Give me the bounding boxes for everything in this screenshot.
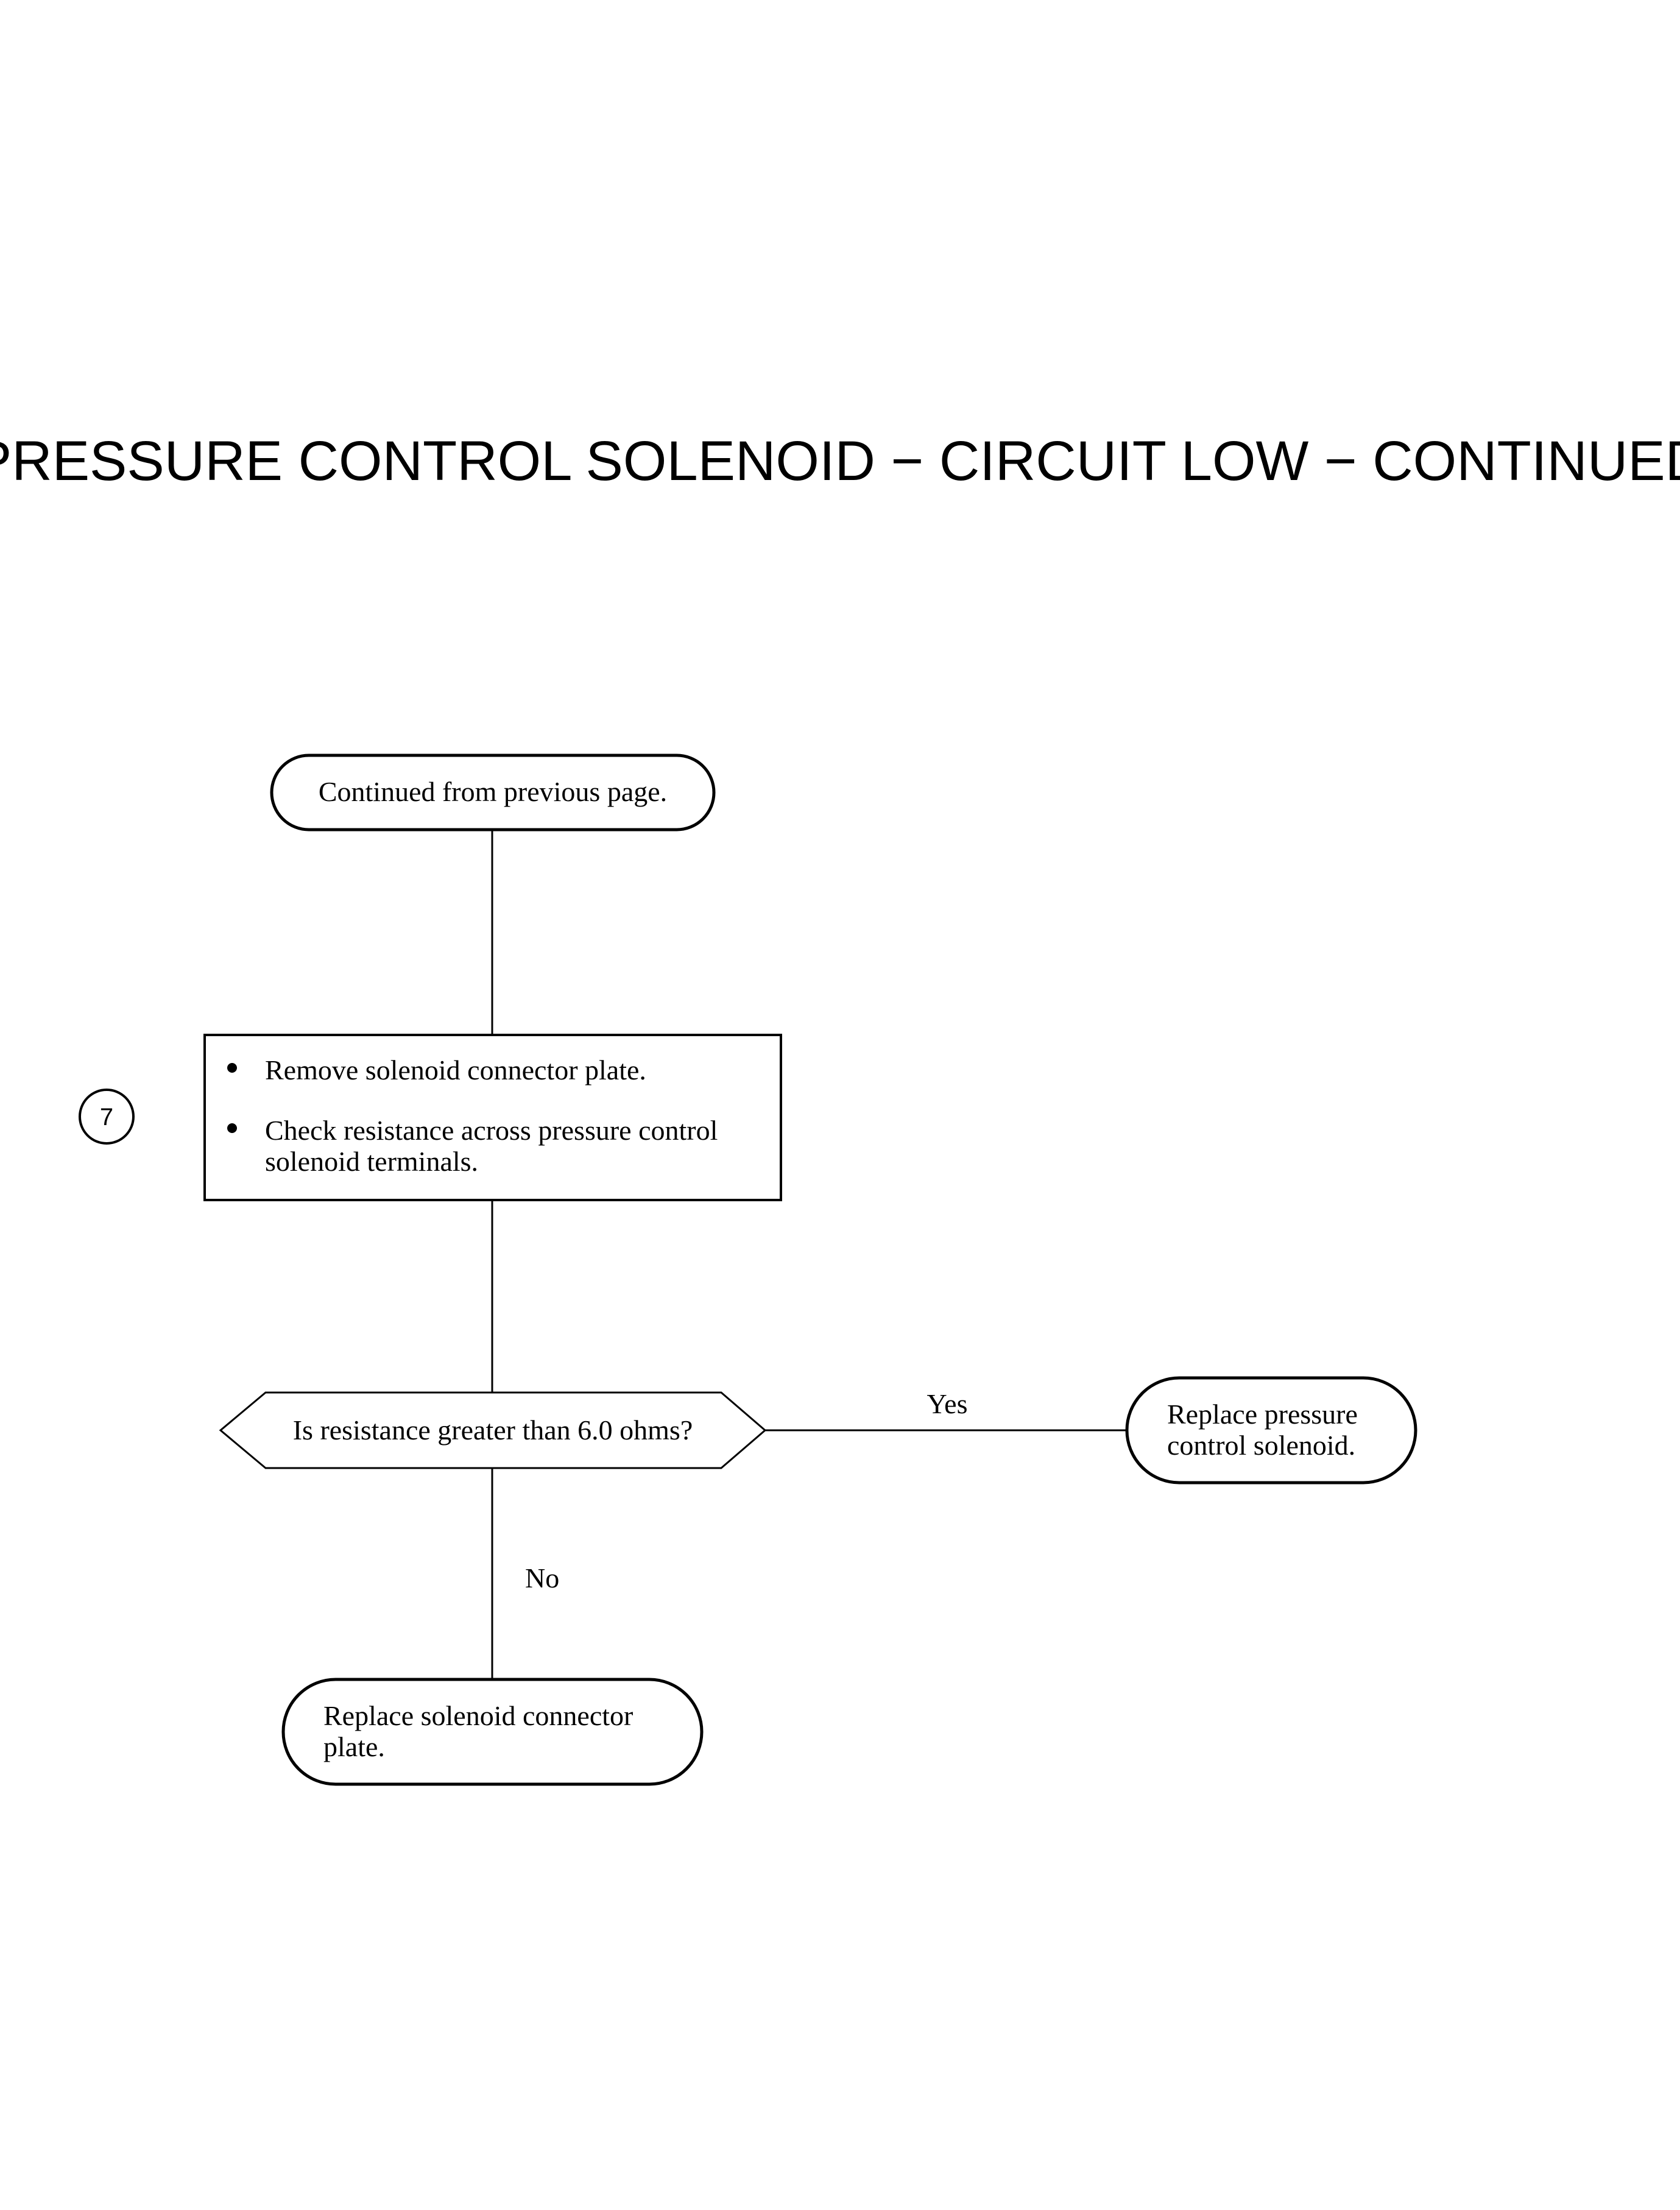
step-number-circle <box>79 1089 135 1145</box>
page-title: PRESSURE CONTROL SOLENOID − CIRCUIT LOW … <box>0 430 1680 492</box>
process-box: Remove solenoid connector plate. Check r… <box>203 1034 782 1201</box>
start-terminator-label: Continued from previous page. <box>319 776 667 807</box>
no-edge-label: No <box>525 1562 559 1594</box>
process-bullet-2-line-2: solenoid terminals. <box>265 1146 478 1177</box>
yes-result-terminator: Replace pressure control solenoid. <box>1125 1376 1417 1485</box>
bullet-dot <box>227 1063 237 1073</box>
yes-result-line-2: control solenoid. <box>1167 1430 1355 1461</box>
yes-result-shape <box>1125 1376 1417 1485</box>
process-box-shape <box>203 1034 782 1201</box>
decision-node: Is resistance greater than 6.0 ohms? <box>219 1391 767 1469</box>
step-number-label: 7 <box>100 1104 113 1131</box>
decision-shape <box>219 1391 767 1469</box>
start-terminator: Continued from previous page. <box>270 754 716 831</box>
yes-edge-label: Yes <box>927 1388 968 1419</box>
no-result-shape <box>281 1678 704 1786</box>
no-result-terminator: Replace solenoid connector plate. <box>281 1678 704 1786</box>
decision-label: Is resistance greater than 6.0 ohms? <box>293 1414 693 1446</box>
yes-result-line-1: Replace pressure <box>1167 1399 1358 1430</box>
no-result-line-1: Replace solenoid connector <box>323 1700 633 1731</box>
step-number-badge: 7 <box>79 1089 135 1145</box>
process-bullet-2-line-1: Check resistance across pressure control <box>265 1115 718 1146</box>
no-result-line-2: plate. <box>323 1731 385 1762</box>
bullet-dot <box>227 1123 237 1133</box>
start-terminator-shape <box>270 754 716 831</box>
process-bullet-1-line-1: Remove solenoid connector plate. <box>265 1054 646 1086</box>
